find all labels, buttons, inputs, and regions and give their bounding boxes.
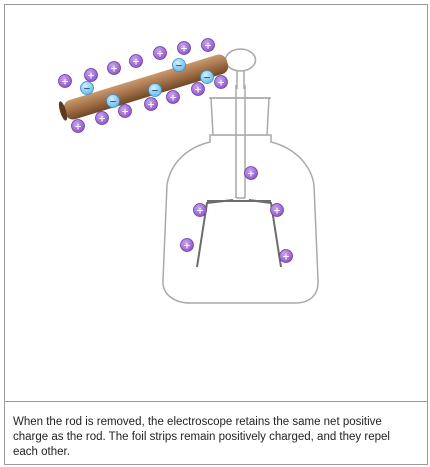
- svg-text:+: +: [183, 241, 191, 251]
- charged-rod: [58, 54, 229, 121]
- plus-circle-icon: +: [270, 203, 284, 217]
- plus-circle-icon: +: [201, 38, 215, 52]
- conductor-rod: [235, 85, 246, 199]
- svg-text:+: +: [121, 107, 129, 117]
- svg-text:+: +: [180, 44, 188, 54]
- svg-text:−: −: [83, 84, 91, 94]
- svg-text:+: +: [110, 64, 118, 74]
- plus-circle-icon: +: [71, 119, 85, 133]
- svg-text:+: +: [147, 100, 155, 110]
- diagram-panel: ++++++++++++++−−−−−+++++ When the rod is…: [4, 4, 428, 465]
- electroscope-figure: ++++++++++++++−−−−−+++++: [58, 38, 319, 304]
- stopper: [210, 97, 270, 136]
- plus-circle-icon: +: [144, 97, 158, 111]
- plus-circle-icon: +: [166, 90, 180, 104]
- plus-circle-icon: +: [279, 249, 293, 263]
- svg-text:−: −: [151, 86, 159, 96]
- plus-circle-icon: +: [58, 74, 72, 88]
- charges: ++++++++++++++−−−−−+++++: [58, 38, 293, 263]
- plus-circle-icon: +: [107, 61, 121, 75]
- svg-text:+: +: [282, 252, 290, 262]
- svg-text:+: +: [194, 85, 202, 95]
- minus-circle-icon: −: [148, 83, 162, 97]
- plus-circle-icon: +: [84, 68, 98, 82]
- plus-circle-icon: +: [129, 54, 143, 68]
- svg-text:−: −: [175, 61, 183, 71]
- plus-circle-icon: +: [177, 41, 191, 55]
- svg-text:+: +: [74, 122, 82, 132]
- svg-text:+: +: [156, 49, 164, 59]
- svg-text:+: +: [247, 169, 255, 179]
- svg-text:+: +: [61, 77, 69, 87]
- caption-divider: [5, 401, 427, 402]
- conductor-knob: [224, 48, 257, 72]
- plus-circle-icon: +: [118, 104, 132, 118]
- minus-circle-icon: −: [106, 94, 120, 108]
- electroscope: [162, 48, 319, 304]
- svg-text:−: −: [203, 73, 211, 83]
- svg-text:+: +: [169, 93, 177, 103]
- plus-circle-icon: +: [193, 203, 207, 217]
- minus-circle-icon: −: [172, 58, 186, 72]
- jar-body: [162, 134, 319, 304]
- svg-text:+: +: [196, 206, 204, 216]
- plus-circle-icon: +: [153, 46, 167, 60]
- svg-text:+: +: [132, 57, 140, 67]
- plus-circle-icon: +: [244, 166, 258, 180]
- minus-circle-icon: −: [200, 70, 214, 84]
- plus-circle-icon: +: [180, 238, 194, 252]
- plus-circle-icon: +: [214, 75, 228, 89]
- minus-circle-icon: −: [80, 81, 94, 95]
- svg-text:+: +: [98, 114, 106, 124]
- svg-text:+: +: [87, 71, 95, 81]
- svg-text:+: +: [217, 78, 225, 88]
- caption: When the rod is removed, the electroscop…: [13, 416, 390, 458]
- svg-text:−: −: [109, 97, 117, 107]
- plus-circle-icon: +: [95, 111, 109, 125]
- plus-circle-icon: +: [191, 82, 205, 96]
- svg-text:+: +: [273, 206, 281, 216]
- svg-text:+: +: [204, 41, 212, 51]
